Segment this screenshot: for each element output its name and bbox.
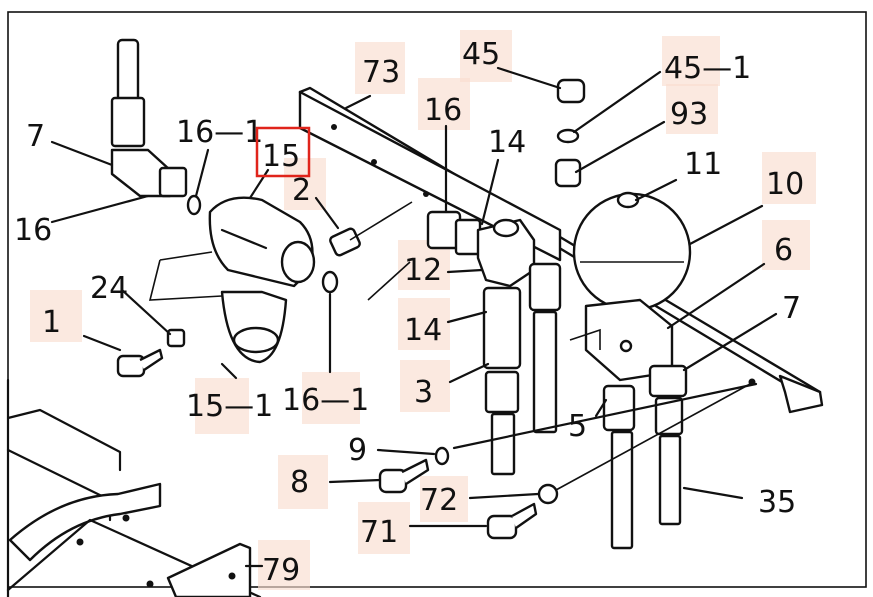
label-14a: 14 bbox=[488, 125, 526, 160]
cap-45 bbox=[556, 78, 586, 104]
label-71: 71 bbox=[360, 515, 398, 550]
nozzle-2 bbox=[329, 227, 361, 257]
accumulator-10 bbox=[572, 192, 692, 312]
pipe-35a bbox=[610, 430, 634, 550]
fitting-5 bbox=[602, 384, 636, 432]
filter-bracket bbox=[148, 251, 223, 301]
label-highlight-71 bbox=[358, 502, 410, 554]
fitting-14a bbox=[454, 218, 482, 256]
label-15-1: 15—1 bbox=[186, 389, 273, 424]
label-10: 10 bbox=[766, 167, 804, 202]
label-highlight-16b bbox=[418, 78, 470, 130]
frame-hole bbox=[122, 514, 130, 522]
label-highlight-14b bbox=[398, 298, 450, 350]
adapter-14b bbox=[482, 286, 522, 370]
label-highlight-16-1b bbox=[302, 372, 360, 424]
frame-rail bbox=[8, 482, 162, 562]
plug-93 bbox=[554, 158, 582, 188]
label-1: 1 bbox=[42, 305, 61, 340]
nut-24 bbox=[166, 328, 186, 348]
label-6: 6 bbox=[774, 233, 793, 268]
bracket-79 bbox=[166, 542, 252, 597]
label-highlight-15-1 bbox=[195, 378, 249, 434]
label-5: 5 bbox=[568, 409, 587, 444]
label-7a: 7 bbox=[26, 119, 45, 154]
label-16-1a: 16—1 bbox=[176, 115, 263, 150]
bracket-hole bbox=[331, 124, 337, 130]
label-16b: 16 bbox=[424, 93, 462, 128]
label-highlight-6 bbox=[762, 220, 810, 270]
label-2: 2 bbox=[292, 173, 311, 208]
label-highlight-72 bbox=[420, 476, 468, 522]
pipe-nut bbox=[110, 96, 146, 148]
bolt-shank-71 bbox=[511, 502, 538, 529]
label-45: 45 bbox=[462, 37, 500, 72]
o-ring-16-1b bbox=[321, 270, 339, 294]
manifold-flange bbox=[569, 328, 601, 350]
label-highlight-1 bbox=[30, 290, 82, 342]
label-9: 9 bbox=[348, 433, 367, 468]
filter-element bbox=[232, 326, 280, 354]
side-pipe bbox=[532, 310, 558, 434]
frame-hole bbox=[76, 538, 84, 546]
fitting-7b bbox=[648, 364, 688, 398]
label-72: 72 bbox=[420, 483, 458, 518]
label-14b: 14 bbox=[404, 313, 442, 348]
pipe-35b bbox=[658, 434, 682, 526]
label-highlight-79 bbox=[258, 540, 310, 590]
label-45-1: 45—1 bbox=[664, 51, 751, 86]
bolt-shank-1 bbox=[139, 348, 164, 371]
label-highlight-8 bbox=[278, 455, 328, 509]
tee-body-12 bbox=[476, 218, 536, 288]
washer-45-1 bbox=[556, 128, 580, 144]
o-ring-16-1a bbox=[186, 194, 202, 216]
nozzle-leader bbox=[349, 201, 413, 301]
label-7b: 7 bbox=[782, 291, 801, 326]
bracket-hole bbox=[423, 191, 429, 197]
label-16-1b: 16—1 bbox=[282, 383, 369, 418]
elbow-fitting bbox=[158, 166, 188, 198]
connector-3 bbox=[484, 370, 520, 414]
label-highlight-10 bbox=[762, 152, 816, 204]
bolt-head-71 bbox=[486, 514, 518, 540]
side-nut bbox=[528, 262, 562, 312]
frame-edge bbox=[6, 408, 122, 472]
bolt-shank-8 bbox=[401, 458, 430, 486]
bracket-hole bbox=[371, 159, 377, 165]
label-93: 93 bbox=[670, 97, 708, 132]
washer-9 bbox=[434, 446, 450, 466]
pipe-vertical bbox=[116, 38, 140, 104]
frame-hole bbox=[228, 572, 236, 580]
label-highlight-73 bbox=[355, 42, 405, 94]
label-highlight-45-1 bbox=[662, 36, 720, 86]
label-highlight-93 bbox=[666, 84, 718, 134]
selection-box-15[interactable] bbox=[255, 126, 311, 178]
bracket-plate bbox=[298, 90, 562, 262]
bolt-head-8 bbox=[378, 468, 408, 494]
label-15: 15 bbox=[262, 139, 300, 174]
filter-inlet bbox=[280, 240, 316, 284]
label-12: 12 bbox=[404, 253, 442, 288]
frame-hole bbox=[146, 580, 154, 588]
bracket-end bbox=[778, 374, 824, 414]
label-highlight-45 bbox=[460, 30, 512, 82]
label-11: 11 bbox=[684, 147, 722, 182]
label-24: 24 bbox=[90, 271, 128, 306]
label-16a: 16 bbox=[14, 213, 52, 248]
label-3: 3 bbox=[414, 375, 433, 410]
label-highlight-3 bbox=[400, 360, 450, 412]
label-35: 35 bbox=[758, 485, 796, 520]
tee-top bbox=[492, 218, 520, 238]
pipe-3 bbox=[490, 412, 516, 476]
washer-72 bbox=[537, 483, 559, 505]
label-79: 79 bbox=[262, 553, 300, 588]
manifold-hole bbox=[619, 339, 633, 353]
label-8: 8 bbox=[290, 465, 309, 500]
filter-head-edge bbox=[220, 228, 268, 250]
diagram-border bbox=[7, 11, 867, 588]
leader-lines bbox=[50, 66, 778, 568]
label-73: 73 bbox=[362, 55, 400, 90]
